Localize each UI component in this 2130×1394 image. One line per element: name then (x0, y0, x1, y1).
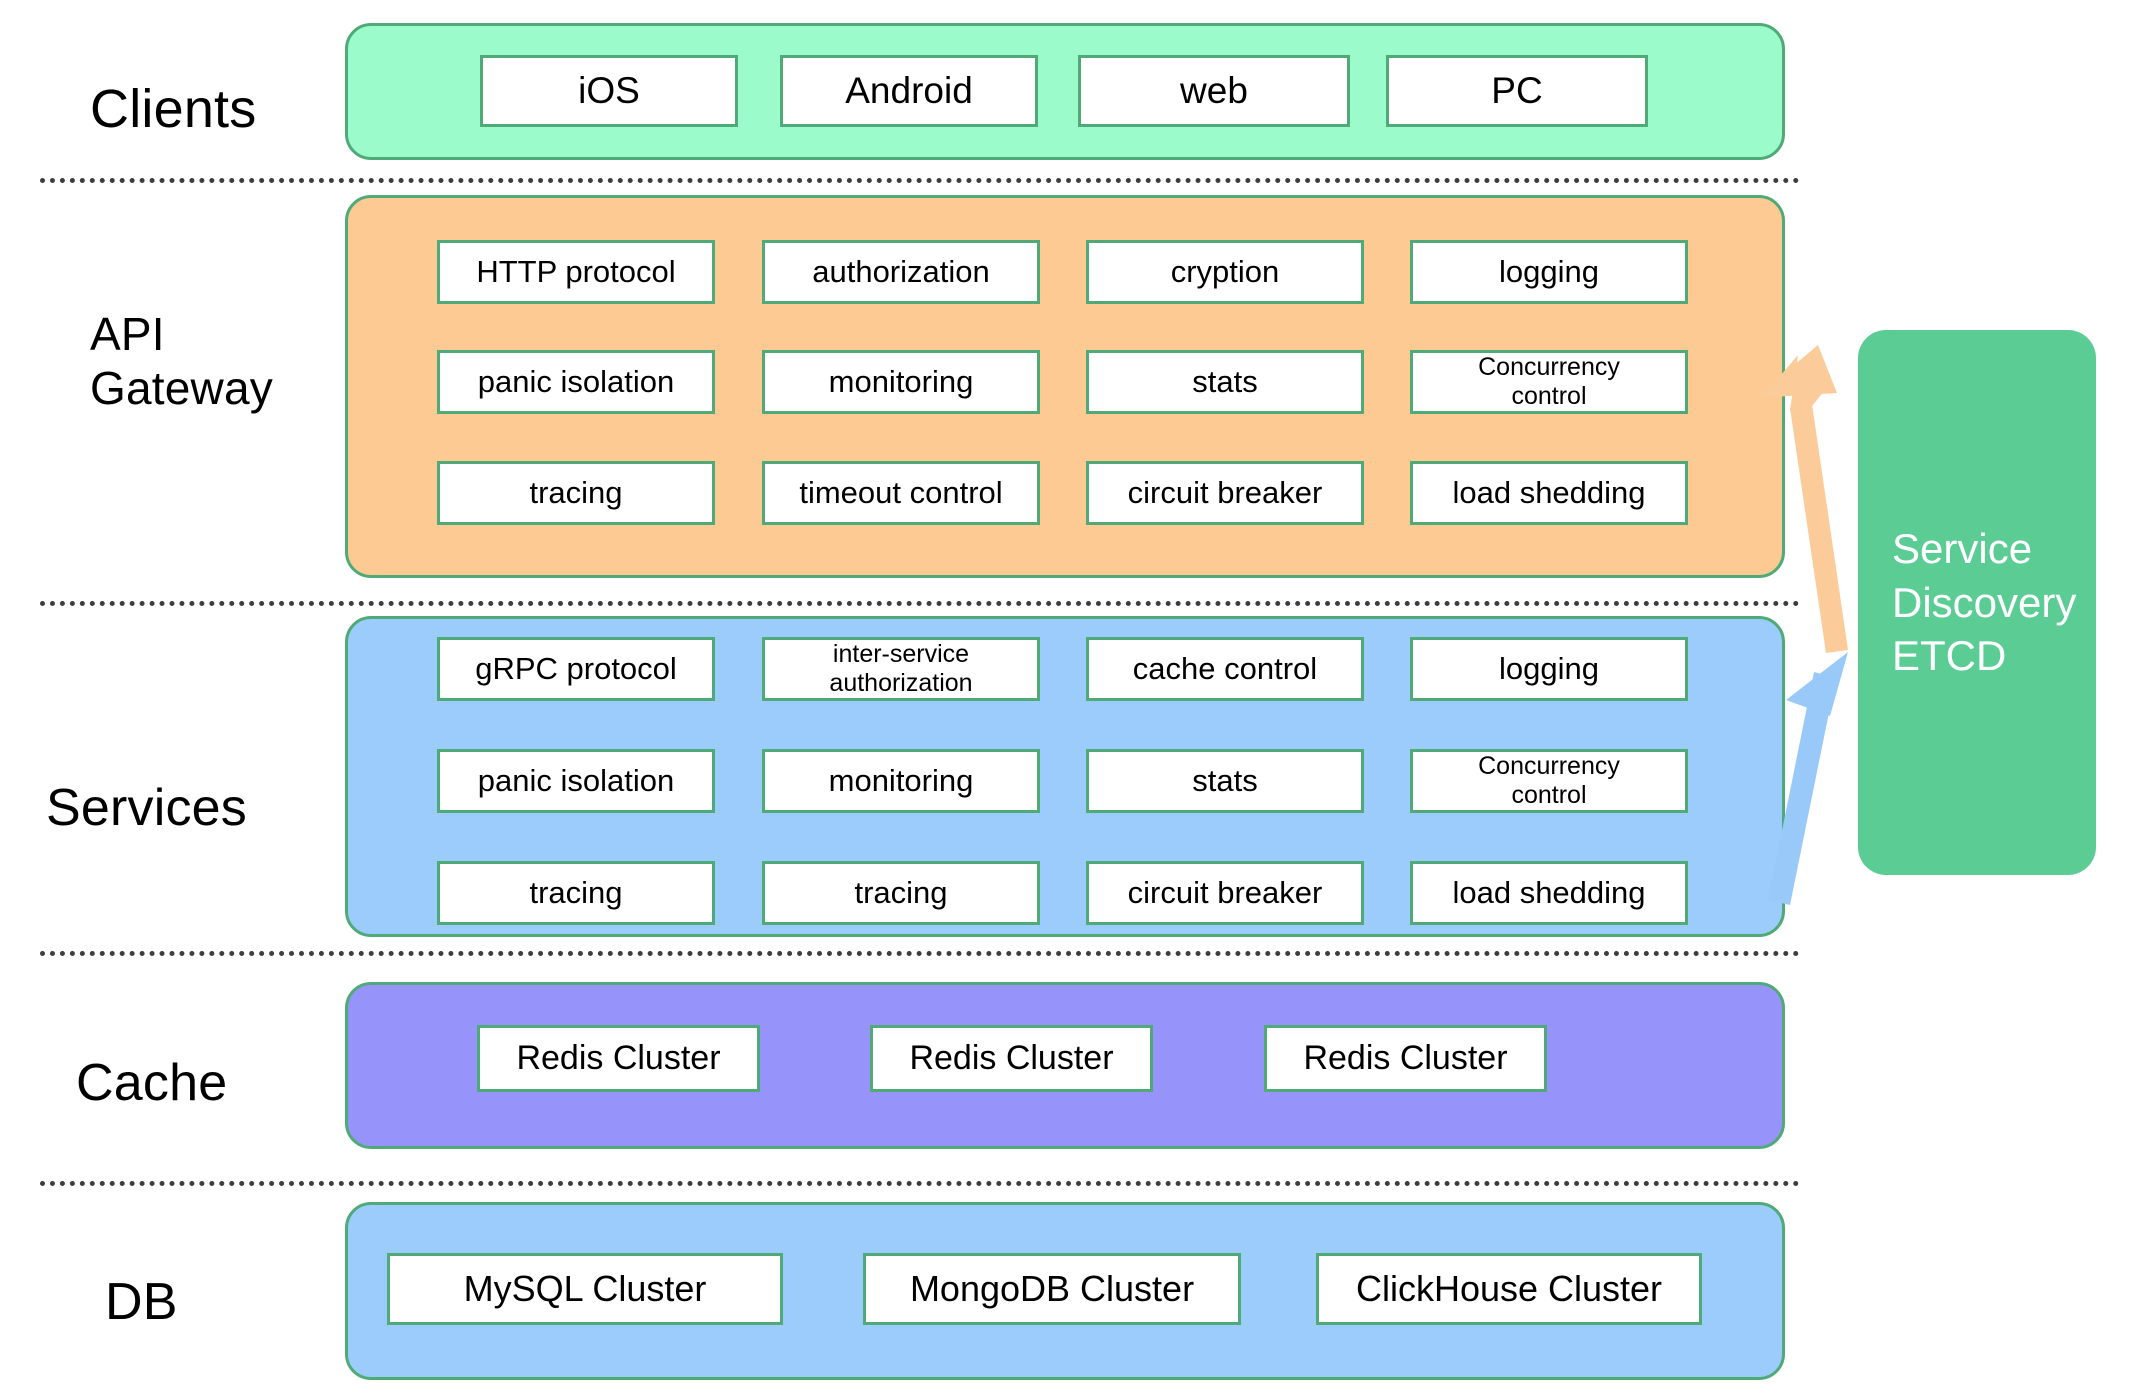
cell-services-circuit-breaker[interactable]: circuit breaker (1086, 861, 1364, 925)
tier-label-db: DB (105, 1273, 178, 1331)
cell-clients-web[interactable]: web (1078, 55, 1350, 127)
cell-services-load-shedding[interactable]: load shedding (1410, 861, 1688, 925)
divider-services-cache (40, 951, 1800, 956)
cell-clients-android[interactable]: Android (780, 55, 1038, 127)
cell-services-inter-service-authorization[interactable]: inter-service authorization (762, 637, 1040, 701)
cell-db-mongodb-cluster[interactable]: MongoDB Cluster (863, 1253, 1241, 1325)
tier-label-services: Services (46, 779, 247, 837)
cell-clients-ios[interactable]: iOS (480, 55, 738, 127)
cell-gateway-http-protocol[interactable]: HTTP protocol (437, 240, 715, 304)
cell-gateway-circuit-breaker[interactable]: circuit breaker (1086, 461, 1364, 525)
cell-gateway-tracing[interactable]: tracing (437, 461, 715, 525)
cell-services-tracing-2[interactable]: tracing (762, 861, 1040, 925)
cell-gateway-load-shedding[interactable]: load shedding (1410, 461, 1688, 525)
divider-clients-gateway (40, 178, 1800, 183)
cell-services-logging[interactable]: logging (1410, 637, 1688, 701)
cell-gateway-authorization[interactable]: authorization (762, 240, 1040, 304)
tier-label-api-gateway: API Gateway (90, 308, 273, 415)
cell-gateway-panic-isolation[interactable]: panic isolation (437, 350, 715, 414)
cell-cache-redis-cluster-3[interactable]: Redis Cluster (1264, 1025, 1547, 1092)
cell-services-monitoring[interactable]: monitoring (762, 749, 1040, 813)
cell-gateway-concurrency-control[interactable]: Concurrency control (1410, 350, 1688, 414)
cell-db-mysql-cluster[interactable]: MySQL Cluster (387, 1253, 783, 1325)
cell-db-clickhouse-cluster[interactable]: ClickHouse Cluster (1316, 1253, 1702, 1325)
tier-label-cache: Cache (76, 1054, 228, 1112)
cell-cache-redis-cluster-1[interactable]: Redis Cluster (477, 1025, 760, 1092)
cell-services-cache-control[interactable]: cache control (1086, 637, 1364, 701)
cell-services-stats[interactable]: stats (1086, 749, 1364, 813)
service-discovery-label: Service Discovery ETCD (1892, 524, 2077, 680)
cell-gateway-logging[interactable]: logging (1410, 240, 1688, 304)
cell-gateway-stats[interactable]: stats (1086, 350, 1364, 414)
cell-gateway-cryption[interactable]: cryption (1086, 240, 1364, 304)
cell-gateway-monitoring[interactable]: monitoring (762, 350, 1040, 414)
cell-clients-pc[interactable]: PC (1386, 55, 1648, 127)
cell-services-concurrency-control[interactable]: Concurrency control (1410, 749, 1688, 813)
cell-services-panic-isolation[interactable]: panic isolation (437, 749, 715, 813)
service-discovery-etcd-box[interactable]: Service Discovery ETCD (1858, 330, 2096, 875)
tier-label-clients: Clients (90, 79, 257, 139)
cell-gateway-timeout-control[interactable]: timeout control (762, 461, 1040, 525)
divider-gateway-services (40, 601, 1800, 606)
cell-cache-redis-cluster-2[interactable]: Redis Cluster (870, 1025, 1153, 1092)
divider-cache-db (40, 1181, 1800, 1186)
cell-services-grpc-protocol[interactable]: gRPC protocol (437, 637, 715, 701)
cell-services-tracing-1[interactable]: tracing (437, 861, 715, 925)
